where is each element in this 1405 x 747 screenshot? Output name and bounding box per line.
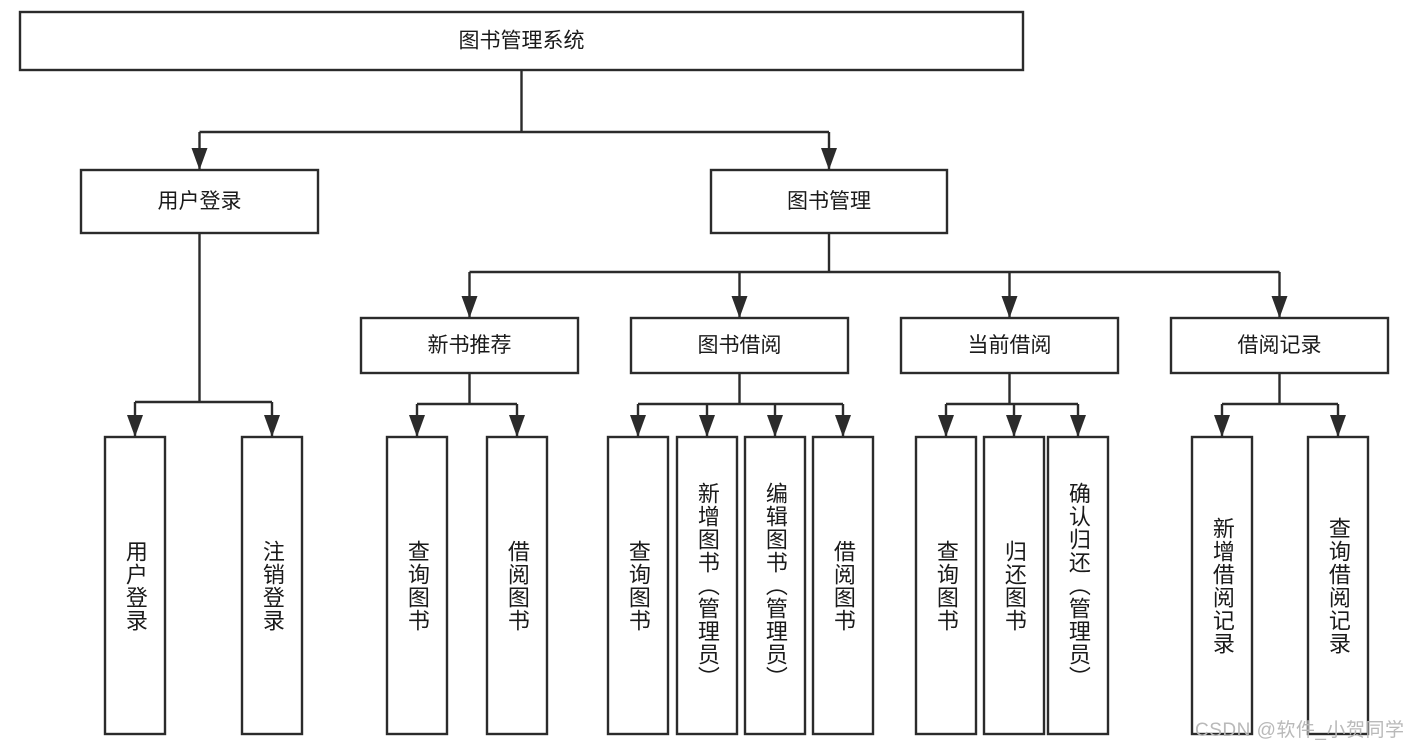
arrow-head-leaf-user-login bbox=[127, 415, 143, 437]
node-box-leaf-add-borrow-record[interactable] bbox=[1190, 435, 1254, 736]
node-label-current-borrow: 当前借阅 bbox=[968, 334, 1052, 357]
arrow-head-leaf-query-book-recommend bbox=[409, 415, 425, 437]
node-box-leaf-return-book[interactable] bbox=[982, 435, 1046, 736]
arrow-head-leaf-query-book-current bbox=[938, 415, 954, 437]
node-box-leaf-user-login[interactable] bbox=[103, 435, 167, 736]
arrow-head-book-borrow bbox=[731, 296, 748, 318]
node-box-leaf-borrow-book-recommend[interactable] bbox=[485, 435, 549, 736]
node-box-borrow-record[interactable] bbox=[1169, 316, 1390, 375]
csdn-watermark: CSDN @软件_小贺同学 bbox=[1195, 720, 1405, 741]
node-box-leaf-logout[interactable] bbox=[240, 435, 304, 736]
node-box-new-book-recommend[interactable] bbox=[359, 316, 580, 375]
node-label-new-book-recommend: 新书推荐 bbox=[428, 334, 512, 357]
node-label-borrow-record: 借阅记录 bbox=[1238, 334, 1322, 357]
arrow-head-leaf-return-book bbox=[1006, 415, 1022, 437]
arrow-head-borrow-record bbox=[1271, 296, 1288, 318]
arrow-head-leaf-add-book-admin bbox=[699, 415, 715, 437]
node-box-root[interactable] bbox=[18, 10, 1025, 72]
node-label-user-login: 用户登录 bbox=[158, 190, 242, 213]
node-box-leaf-query-book-recommend[interactable] bbox=[385, 435, 449, 736]
node-label-book-manage: 图书管理 bbox=[787, 190, 871, 213]
arrow-head-leaf-query-borrow-record bbox=[1330, 415, 1346, 437]
arrow-head-leaf-add-borrow-record bbox=[1214, 415, 1230, 437]
arrow-head-leaf-borrow-book-recommend bbox=[509, 415, 525, 437]
node-box-current-borrow[interactable] bbox=[899, 316, 1120, 375]
node-box-book-borrow[interactable] bbox=[629, 316, 850, 375]
node-box-layer bbox=[18, 10, 1390, 736]
node-box-leaf-borrow-book[interactable] bbox=[811, 435, 875, 736]
node-label-book-borrow: 图书借阅 bbox=[698, 334, 782, 357]
arrow-head-book-manage bbox=[821, 148, 837, 170]
node-box-leaf-add-book-admin[interactable] bbox=[675, 435, 739, 736]
arrow-head-user-login bbox=[191, 148, 208, 170]
node-box-user-login[interactable] bbox=[79, 168, 320, 235]
arrow-head-new-book-recommend bbox=[461, 296, 478, 318]
node-box-book-manage[interactable] bbox=[709, 168, 949, 235]
arrow-head-leaf-logout bbox=[264, 415, 280, 437]
node-box-leaf-query-book-borrow[interactable] bbox=[606, 435, 670, 736]
arrow-head-leaf-query-book-borrow bbox=[630, 415, 646, 437]
node-box-leaf-edit-book-admin[interactable] bbox=[743, 435, 807, 736]
node-box-leaf-query-borrow-record[interactable] bbox=[1306, 435, 1370, 736]
node-label-root: 图书管理系统 bbox=[459, 30, 585, 53]
node-box-leaf-query-book-current[interactable] bbox=[914, 435, 978, 736]
arrow-head-leaf-confirm-return-admin bbox=[1070, 415, 1086, 437]
arrow-head-leaf-borrow-book bbox=[835, 415, 851, 437]
arrow-head-leaf-edit-book-admin bbox=[767, 415, 783, 437]
connector-layer bbox=[127, 70, 1346, 437]
node-box-leaf-confirm-return-admin[interactable] bbox=[1046, 435, 1110, 736]
arrow-head-current-borrow bbox=[1001, 296, 1018, 318]
